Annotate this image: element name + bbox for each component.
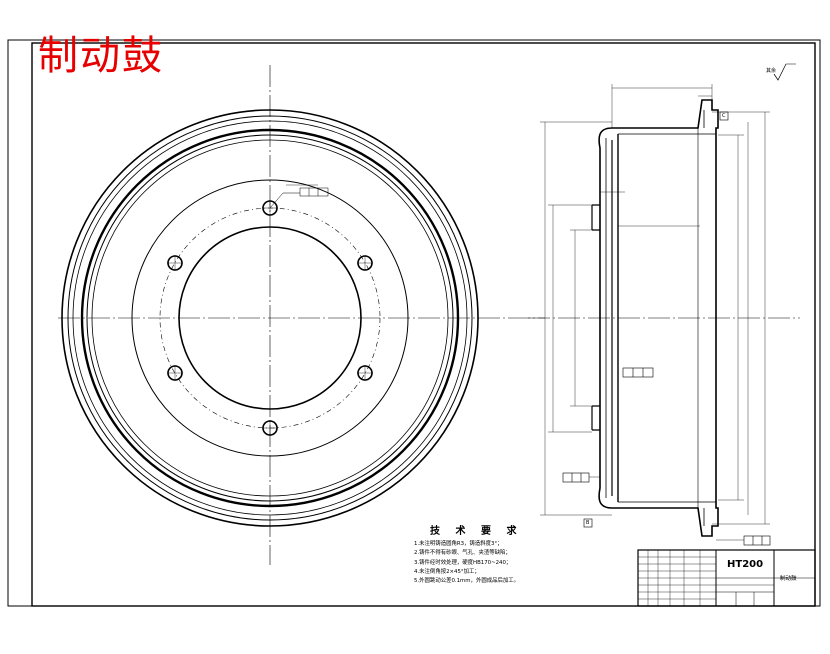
title-block-part-name: 制动鼓 [780, 576, 797, 582]
requirement-item: 5.外圆跳动公差0.1mm，外圆成品后加工。 [414, 578, 520, 585]
requirement-item: 4.未注倒角按2×45°加工； [414, 568, 480, 575]
inner-frame [31, 42, 816, 607]
requirement-item: 1.未注明铸造圆角R3，铸造斜度3°； [414, 541, 503, 547]
front-view [58, 65, 545, 565]
datum-label: C [722, 113, 726, 119]
title-block [637, 549, 816, 607]
requirement-item: 2.铸件不得有砂眼、气孔、夹渣等缺陷； [414, 550, 511, 557]
roughness-note: 其余 [766, 68, 777, 74]
section-view [528, 63, 800, 546]
datum-label: B [586, 520, 590, 526]
title-block-material: HT200 [727, 559, 764, 570]
requirement-item: 3.铸件经时效处理，硬度HB170~240； [414, 559, 512, 566]
drawing-title-stamp: 制动鼓 [38, 33, 164, 79]
technical-requirements-title: 技 术 要 求 [430, 526, 523, 537]
technical-requirements-list: 1.未注明铸造圆角R3，铸造斜度3°； 2.铸件不得有砂眼、气孔、夹渣等缺陷； … [414, 540, 519, 586]
